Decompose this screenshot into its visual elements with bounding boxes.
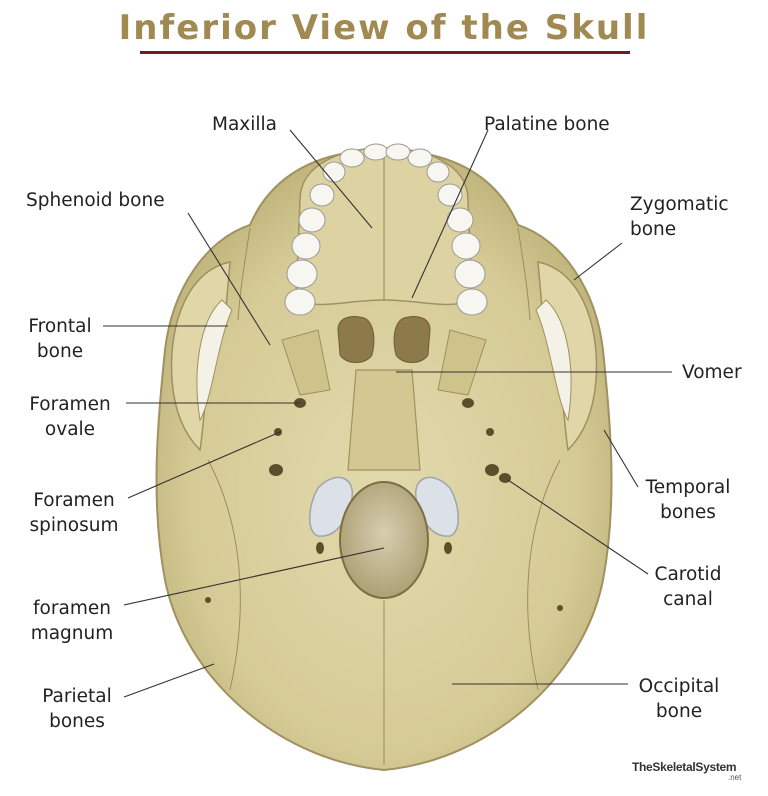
label-foramen-ovale-line1: Foramen (29, 394, 111, 415)
label-zygomatic-line1: Zygomatic (630, 194, 729, 215)
choana-left (337, 316, 375, 363)
label-occipital-bone: Occipital bone (630, 674, 728, 724)
diagram-title: Inferior View of the Skull (118, 8, 650, 48)
site-credit: TheSkeletalSystem (632, 760, 737, 774)
pterygoid-right (437, 329, 487, 396)
label-frontal-line2: bone (36, 341, 84, 362)
label-parietal-line1: Parietal (42, 686, 112, 707)
label-foramen-magnum-line2: magnum (30, 623, 114, 644)
label-temporal-line1: Temporal (645, 477, 731, 498)
label-foramen-ovale-line2: ovale (44, 419, 96, 440)
basilar-part (347, 369, 421, 471)
label-foramen-magnum-line1: foramen (33, 598, 111, 619)
label-temporal-line2: bones (660, 502, 716, 523)
label-zygomatic-bone: Zygomatic bone (630, 192, 729, 242)
label-foramen-magnum: foramen magnum (22, 596, 122, 646)
label-frontal-line1: Frontal (28, 316, 92, 337)
label-parietal-line2: bones (49, 711, 105, 732)
label-temporal-bones: Temporal bones (640, 475, 736, 525)
label-palatine-bone: Palatine bone (484, 114, 610, 135)
foramen-magnum (339, 481, 429, 599)
title-underline (140, 51, 630, 54)
choana-right (393, 316, 431, 363)
label-carotid-line1: Carotid (654, 564, 722, 585)
zygomatic-fossa-right (535, 299, 572, 422)
label-zygomatic-line2: bone (630, 219, 677, 240)
label-occipital-line2: bone (655, 701, 703, 722)
label-foramen-spinosum-line2: spinosum (29, 515, 119, 536)
label-frontal-bone: Frontal bone (18, 314, 102, 364)
sutures (207, 227, 561, 765)
site-credit-tld: .net (728, 773, 742, 782)
label-parietal-bones: Parietal bones (30, 684, 124, 734)
label-maxilla: Maxilla (212, 114, 278, 135)
label-carotid-line2: canal (663, 589, 713, 610)
label-carotid-canal: Carotid canal (648, 562, 728, 612)
label-foramen-ovale: Foramen ovale (20, 392, 120, 442)
leader-lines (103, 129, 672, 698)
label-foramen-spinosum-line1: Foramen (33, 490, 115, 511)
pterygoid-left (281, 329, 331, 396)
label-vomer: Vomer (682, 362, 742, 383)
label-foramen-spinosum: Foramen spinosum (20, 488, 128, 538)
label-occipital-line1: Occipital (638, 676, 720, 697)
upper-teeth (284, 143, 488, 316)
label-sphenoid-bone: Sphenoid bone (26, 190, 165, 211)
